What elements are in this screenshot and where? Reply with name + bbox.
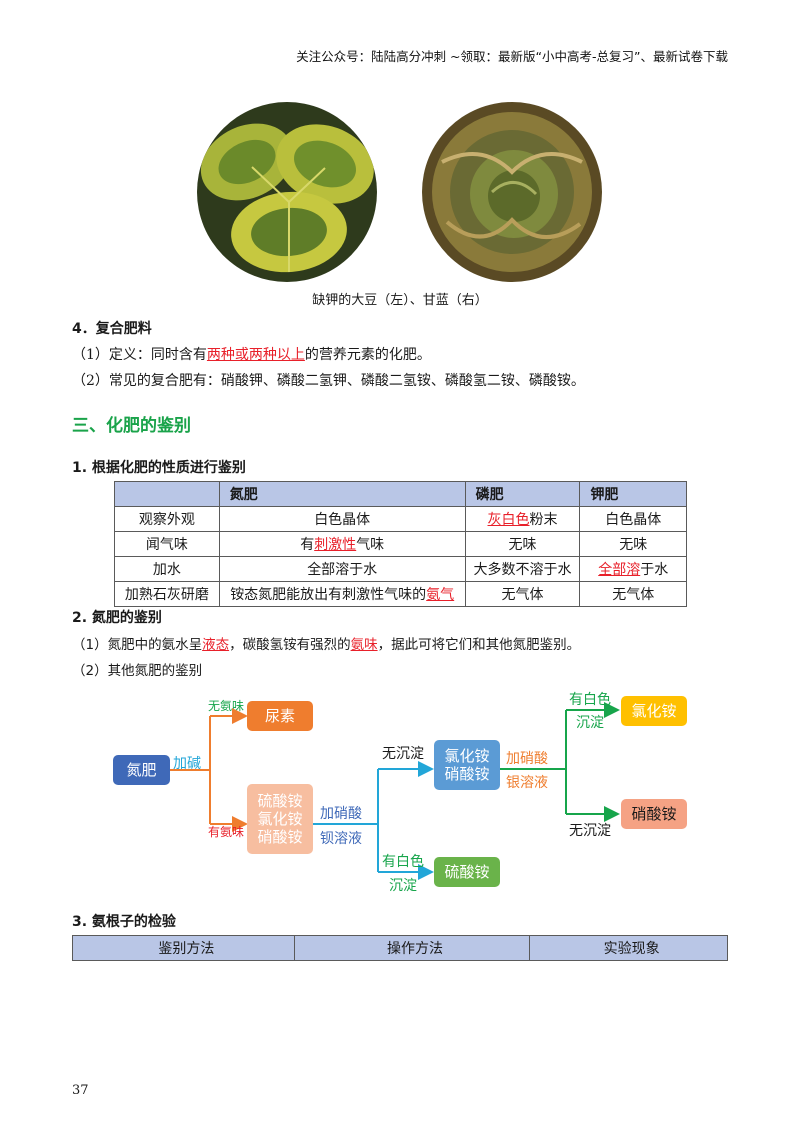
definition-post: 的营养元素的化肥。 — [304, 347, 431, 363]
nitrogen-id-line2: （2）其他氮肥的鉴别 — [72, 663, 203, 679]
line-text: ，据此可将它们和其他氮肥鉴别。 — [377, 637, 581, 653]
table-cell: 白色晶体 — [579, 506, 687, 532]
properties-table: 氮肥 磷肥 钾肥 观察外观 白色晶体 灰白色粉末 白色晶体 闻气味 有刺激性气味… — [114, 481, 687, 607]
header-cell-phenomenon: 实验现象 — [529, 935, 728, 961]
add-nitric-acid-label: 加硝酸 — [320, 806, 362, 822]
add-nitric-acid-label-2: 加硝酸 — [506, 751, 548, 767]
line-text: ，碳酸氢铵有强烈的 — [229, 637, 351, 653]
header-cell-method: 鉴别方法 — [72, 935, 295, 961]
ammonium-sulfate-box: 硫酸铵 — [434, 857, 500, 887]
page-header: 关注公众号：陆陆高分冲刺 ~领取：最新版“小中高考-总复习”、最新试卷下载 — [296, 49, 728, 64]
table-header-row: 鉴别方法 操作方法 实验现象 — [72, 935, 728, 961]
arrow-silver-branch — [500, 702, 620, 822]
figure-caption: 缺钾的大豆（左）、甘蓝（右） — [312, 293, 488, 308]
nitrogen-id-line1: （1）氮肥中的氨水呈液态，碳酸氢铵有强烈的氨味，据此可将它们和其他氮肥鉴别。 — [72, 633, 580, 653]
has-ammonia-label: 有氨味 — [208, 825, 245, 839]
table-cell: 无气体 — [579, 581, 687, 607]
definition-highlight: 两种或两种以上 — [206, 347, 305, 363]
table-cell: 无味 — [579, 531, 687, 557]
definition-pre: （1）定义：同时含有 — [72, 347, 207, 363]
header-cell-empty — [114, 481, 220, 507]
row-label: 加熟石灰研磨 — [114, 581, 220, 607]
no-ammonia-label: 无氨味 — [208, 699, 245, 713]
ammonium-test-table: 鉴别方法 操作方法 实验现象 — [72, 935, 728, 961]
ammonium-chloride-box: 氯化铵 — [621, 696, 687, 726]
highlight-ammonia-smell: 氨味 — [350, 637, 378, 653]
row-label: 加水 — [114, 556, 220, 582]
header-cell-potassium: 钾肥 — [579, 481, 687, 507]
table-cell: 铵态氮肥能放出有刺激性气味的氨气 — [218, 581, 466, 607]
add-base-label: 加碱 — [173, 756, 201, 772]
cell-text: 有 — [300, 537, 315, 553]
table-cell: 大多数不溶于水 — [464, 556, 581, 582]
soybean-leaf-photo — [197, 102, 377, 282]
cell-text: 粉末 — [529, 512, 558, 528]
subsection-2-title: 2. 氮肥的鉴别 — [72, 610, 162, 626]
no-precipitate-label-2: 无沉淀 — [569, 823, 611, 839]
cell-highlight: 氨气 — [426, 587, 455, 603]
cell-highlight: 全部溶 — [598, 562, 641, 578]
pair-line: 氯化铵 — [444, 747, 490, 765]
table-cell: 白色晶体 — [218, 506, 466, 532]
group-line: 氯化铵 — [257, 810, 303, 828]
flow-arrows — [170, 702, 620, 880]
table-cell: 灰白色粉末 — [464, 506, 581, 532]
table-cell: 有刺激性气味 — [218, 531, 466, 557]
table-row: 加熟石灰研磨 铵态氮肥能放出有刺激性气味的氨气 无气体 无气体 — [114, 581, 687, 607]
compound-fertilizer-title: 4．复合肥料 — [72, 321, 152, 337]
nitrogen-fertilizer-box: 氮肥 — [113, 755, 170, 785]
definition-line: （1）定义：同时含有两种或两种以上的营养元素的化肥。 — [72, 344, 431, 364]
ammonium-nitrate-box: 硝酸铵 — [621, 799, 687, 829]
arrow-barium-branch — [313, 761, 434, 880]
precipitate-label: 沉淀 — [389, 878, 417, 894]
table-cell: 全部溶于水 — [579, 556, 687, 582]
subsection-3-title: 3. 氨根子的检验 — [72, 914, 176, 930]
page-number: 37 — [72, 1083, 89, 1098]
ammonium-group-box: 硫酸铵 氯化铵 硝酸铵 — [247, 784, 313, 854]
table-row: 观察外观 白色晶体 灰白色粉末 白色晶体 — [114, 506, 687, 532]
chloride-nitrate-box: 氯化铵 硝酸铵 — [434, 740, 500, 790]
cell-text: 于水 — [640, 562, 669, 578]
white-precipitate-label-2: 有白色 — [569, 692, 611, 708]
header-cell-nitrogen: 氮肥 — [218, 481, 466, 507]
section-title-identification: 三、化肥的鉴别 — [72, 416, 191, 436]
table-cell: 全部溶于水 — [218, 556, 466, 582]
table-header-row: 氮肥 磷肥 钾肥 — [114, 481, 687, 507]
highlight-liquid: 液态 — [202, 637, 230, 653]
pair-line: 硝酸铵 — [444, 765, 490, 783]
header-cell-operation: 操作方法 — [293, 935, 531, 961]
common-compound-line: （2）常见的复合肥有：硝酸钾、磷酸二氢钾、磷酸二氢铵、磷酸氢二铵、磷酸铵。 — [72, 373, 585, 389]
cabbage-photo — [422, 102, 602, 282]
header-cell-phosphorus: 磷肥 — [464, 481, 581, 507]
table-cell: 无味 — [464, 531, 581, 557]
barium-solution-label: 钡溶液 — [320, 831, 362, 847]
group-line: 硝酸铵 — [257, 828, 303, 846]
table-row: 闻气味 有刺激性气味 无味 无味 — [114, 531, 687, 557]
cell-text: 气味 — [356, 537, 385, 553]
cell-text: 铵态氮肥能放出有刺激性气味的 — [230, 587, 427, 603]
group-line: 硫酸铵 — [257, 792, 303, 810]
silver-solution-label: 银溶液 — [506, 775, 548, 791]
precipitate-label-2: 沉淀 — [576, 715, 604, 731]
line-text: （1）氮肥中的氨水呈 — [72, 637, 203, 653]
white-precipitate-label: 有白色 — [382, 854, 424, 870]
row-label: 观察外观 — [114, 506, 220, 532]
row-label: 闻气味 — [114, 531, 220, 557]
table-cell: 无气体 — [464, 581, 581, 607]
no-precipitate-label: 无沉淀 — [382, 746, 424, 762]
cell-highlight: 刺激性 — [314, 537, 357, 553]
table-row: 加水 全部溶于水 大多数不溶于水 全部溶于水 — [114, 556, 687, 582]
cell-highlight: 灰白色 — [487, 512, 530, 528]
subsection-1-title: 1. 根据化肥的性质进行鉴别 — [72, 460, 246, 476]
arrow-base-branch — [170, 708, 248, 832]
urea-box: 尿素 — [247, 701, 313, 731]
